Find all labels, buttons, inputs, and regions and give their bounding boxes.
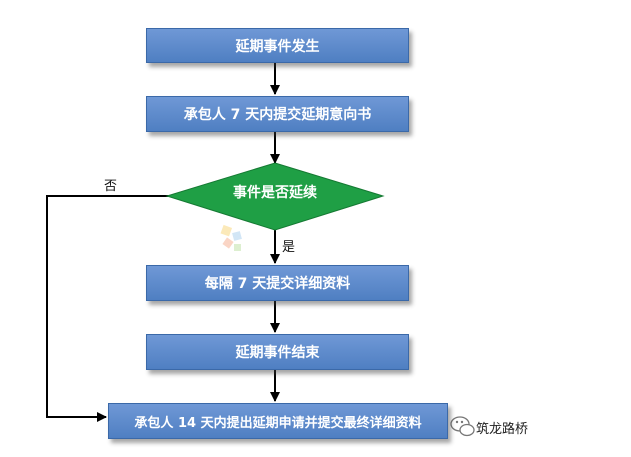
step-event-occurs: 延期事件发生 (146, 28, 409, 63)
yes-label: 是 (282, 240, 296, 255)
decision-diamond (165, 162, 385, 231)
decision-label: 事件是否延续 (233, 185, 317, 201)
no-label: 否 (104, 179, 118, 194)
step-submit-intent: 承包人 7 天内提交延期意向书 (146, 96, 409, 132)
center-watermark-icon (220, 224, 242, 251)
step-event-ends: 延期事件结束 (146, 334, 409, 370)
step-final-application: 承包人 14 天内提出延期申请并提交最终详细资料 (108, 403, 448, 439)
wechat-icon (450, 416, 475, 437)
no-branch-connector (46, 195, 170, 422)
watermark-text: 筑龙路桥 (476, 422, 529, 437)
step-submit-details: 每隔 7 天提交详细资料 (146, 265, 409, 301)
